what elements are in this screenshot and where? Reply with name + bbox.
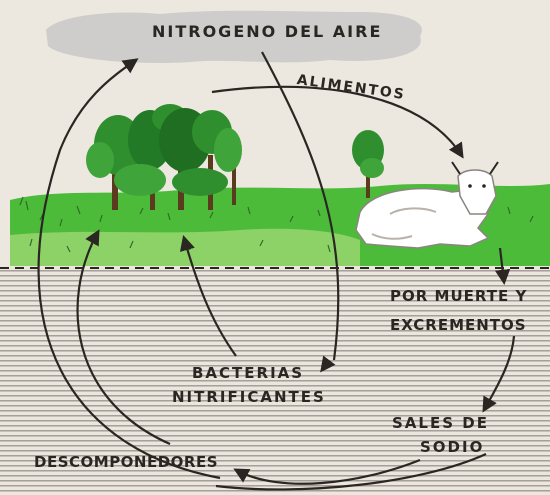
death-excrement-label-line1: POR MUERTE Y <box>390 287 527 305</box>
death-excrement-label-line2: EXCREMENTOS <box>390 316 527 334</box>
nitrifying-bacteria-label-line2: NITRIFICANTES <box>172 388 326 406</box>
grass-highlight <box>10 229 360 266</box>
sodium-salts-label-line2: SODIO <box>420 438 484 456</box>
sodium-salts-label-line1: SALES DE <box>392 414 489 432</box>
nitrifying-bacteria-label-line1: BACTERIAS <box>192 364 304 382</box>
decomposers-label: DESCOMPONEDORES <box>34 453 218 471</box>
air-nitrogen-label: NITROGENO DEL AIRE <box>152 22 382 41</box>
